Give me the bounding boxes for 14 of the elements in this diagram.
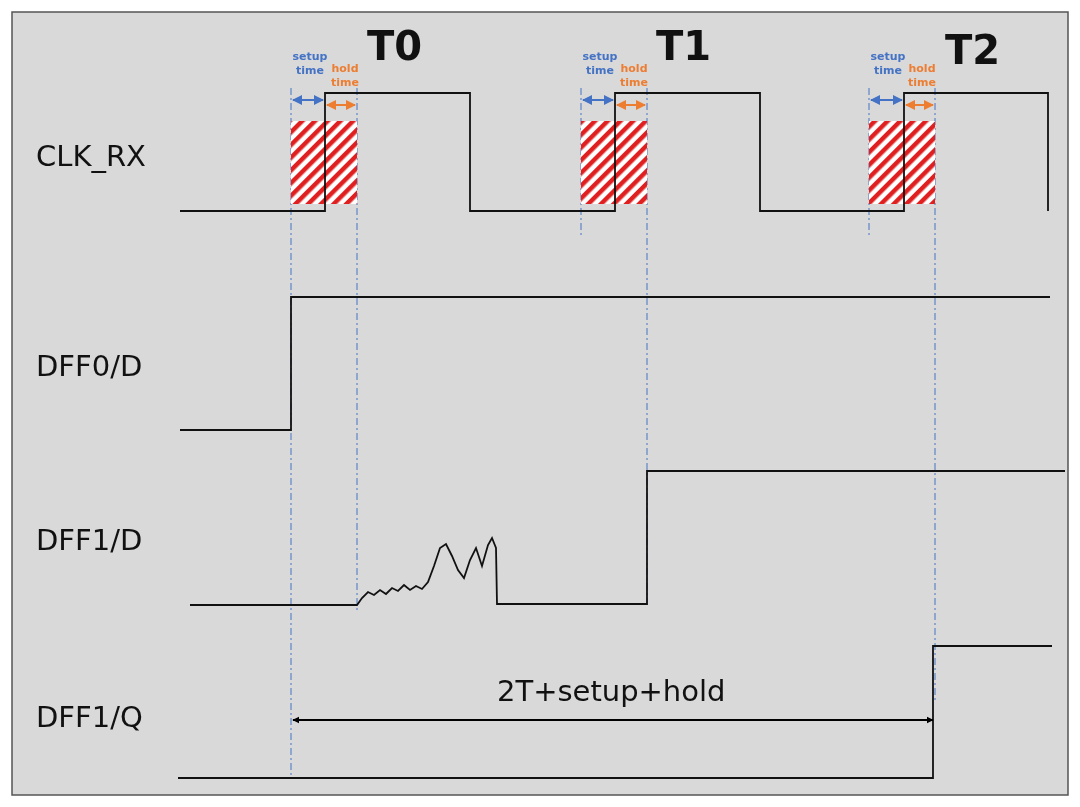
dimension-label: 2T+setup+hold (497, 677, 726, 706)
clock-edge-label: T0 (367, 26, 423, 66)
signal-name: CLK_RX (36, 142, 146, 171)
setup-time-label: setup time (292, 50, 328, 78)
hold-time-label: hold time (619, 62, 649, 90)
signal-name: DFF1/Q (36, 703, 143, 732)
hold-time-label: hold time (907, 62, 937, 90)
clock-edge-label: T1 (656, 26, 712, 66)
clock-edge-label: T2 (945, 30, 1001, 70)
signal-name: DFF1/D (36, 526, 143, 555)
signal-name: DFF0/D (36, 352, 143, 381)
setup-time-label: setup time (870, 50, 906, 78)
hold-time-label: hold time (330, 62, 360, 90)
setup-time-label: setup time (582, 50, 618, 78)
